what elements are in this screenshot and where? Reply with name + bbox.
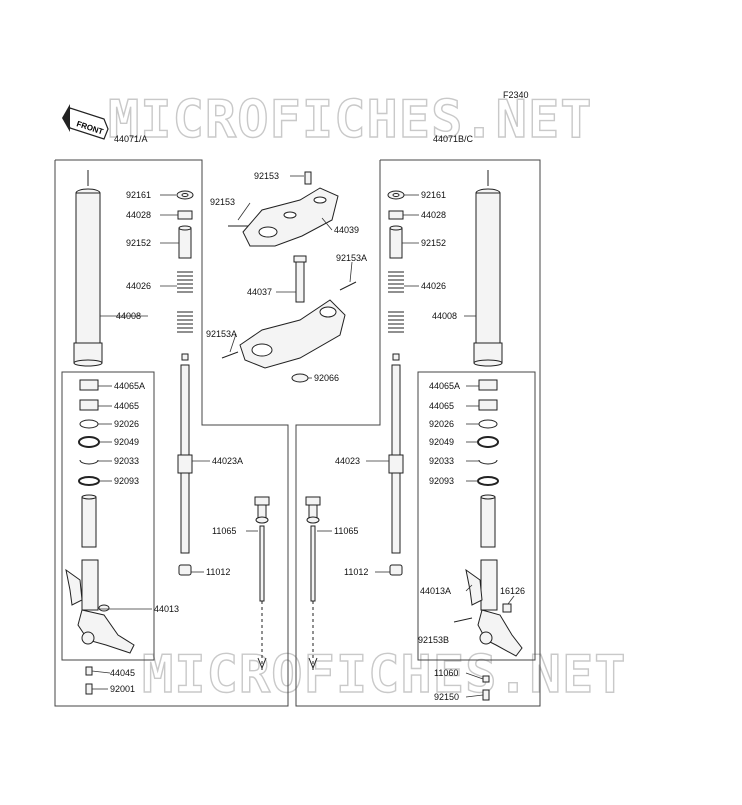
label-44026-left: 44026	[126, 281, 151, 291]
label-44039: 44039	[334, 225, 359, 235]
label-44071a: 44071/A	[114, 134, 148, 144]
label-44013: 44013	[154, 604, 179, 614]
label-44037: 44037	[247, 287, 272, 297]
label-92152-left: 92152	[126, 238, 151, 248]
label-11012-left: 11012	[206, 567, 230, 577]
label-92066: 92066	[314, 373, 339, 383]
label-92026-right: 92026	[429, 419, 454, 429]
label-44023: 44023	[335, 456, 360, 466]
lower-slider-right	[453, 559, 523, 701]
label-92033-right: 92033	[429, 456, 454, 466]
label-44071bc: 44071B/C	[433, 134, 474, 144]
label-44023a: 44023A	[212, 456, 243, 466]
watermark-bottom: MICROFICHES.NET	[142, 645, 627, 705]
label-92161-left: 92161	[126, 190, 151, 200]
label-44065a-left: 44065A	[114, 381, 145, 391]
outer-tube-right	[473, 170, 503, 367]
cartridge-rod-left	[254, 496, 270, 670]
label-92093-left: 92093	[114, 476, 139, 486]
label-92033-left: 92033	[114, 456, 139, 466]
label-92001: 92001	[110, 684, 135, 694]
label-92153-top: 92153	[254, 171, 279, 181]
label-44065-left: 44065	[114, 401, 139, 411]
damper-stack-left	[176, 190, 194, 576]
leader-lines	[91, 175, 515, 698]
label-92093-right: 92093	[429, 476, 454, 486]
seal-stack-right	[477, 379, 499, 548]
label-44045: 44045	[110, 668, 135, 678]
label-92049-right: 92049	[429, 437, 454, 447]
label-92049-left: 92049	[114, 437, 139, 447]
label-11060: 11060	[434, 668, 458, 678]
label-44026-right: 44026	[421, 281, 446, 291]
label-92161-right: 92161	[421, 190, 446, 200]
figure-code: F2340	[503, 90, 529, 100]
damper-stack-right	[387, 190, 405, 576]
seal-stack-left	[78, 379, 100, 548]
label-92153-left: 92153	[210, 197, 235, 207]
label-92026-left: 92026	[114, 419, 139, 429]
label-44028-left: 44028	[126, 210, 151, 220]
cartridge-rod-right	[305, 496, 321, 670]
label-92153a-right: 92153A	[336, 253, 367, 263]
watermark-top: MICROFICHES.NET	[108, 90, 593, 150]
label-44008-right: 44008	[432, 311, 457, 321]
label-11065-left: 11065	[212, 526, 236, 536]
label-44008-left: 44008	[116, 311, 141, 321]
lower-slider-left	[65, 559, 135, 695]
outer-tube-left	[73, 170, 103, 367]
label-44013a: 44013A	[420, 586, 451, 596]
label-92150: 92150	[434, 692, 459, 702]
label-92153b: 92153B	[418, 635, 449, 645]
label-16126: 16126	[500, 586, 525, 596]
label-92152-right: 92152	[421, 238, 446, 248]
label-92153a-left: 92153A	[206, 329, 237, 339]
label-44028-right: 44028	[421, 210, 446, 220]
front-arrow-icon: FRONT	[62, 104, 109, 140]
group-boxes	[54, 159, 541, 707]
label-44065a-right: 44065A	[429, 381, 460, 391]
label-44065-right: 44065	[429, 401, 454, 411]
label-11065-right: 11065	[334, 526, 358, 536]
label-11012-right: 11012	[344, 567, 368, 577]
triple-clamp	[221, 171, 357, 383]
